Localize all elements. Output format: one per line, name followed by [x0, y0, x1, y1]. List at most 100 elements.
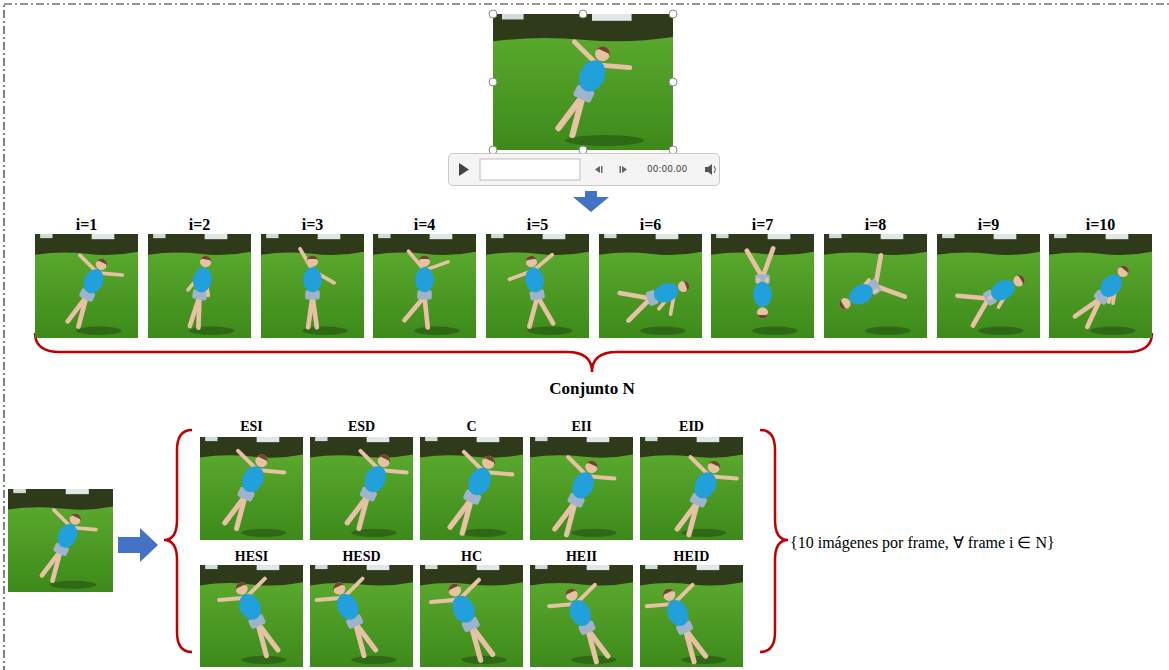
frame-picture	[148, 234, 251, 338]
leg	[354, 496, 373, 529]
frame-label: i=5	[527, 216, 549, 234]
hedge	[640, 565, 743, 586]
leg	[457, 499, 477, 533]
frame-picture	[420, 437, 523, 540]
shirt	[80, 266, 108, 297]
shirt	[690, 469, 720, 502]
frame-picture	[937, 234, 1040, 338]
gymnast-figure	[330, 444, 409, 536]
hedge	[420, 565, 523, 586]
gymnast-figure	[956, 262, 1032, 325]
hedge	[200, 565, 303, 586]
sky	[716, 234, 728, 238]
video-frame: i=6	[599, 211, 702, 338]
gymnast-figure	[432, 445, 515, 540]
sky	[266, 234, 278, 238]
frame-label: i=1	[76, 216, 98, 234]
hair	[1016, 273, 1027, 286]
lawn	[1049, 234, 1152, 338]
video-frame: ESI	[200, 419, 303, 540]
shadow	[978, 327, 1023, 335]
shadow	[414, 327, 459, 335]
frame-label: HC	[461, 549, 482, 565]
gymnast-figure	[52, 249, 125, 334]
video-frame: i=2	[148, 211, 251, 338]
sky	[430, 234, 453, 239]
sky	[535, 437, 547, 441]
sky	[205, 565, 217, 569]
sky	[477, 565, 500, 570]
sky	[315, 565, 327, 569]
hedge	[530, 565, 633, 586]
gymnast-figure	[546, 578, 625, 667]
frame-label: HEID	[674, 549, 710, 565]
gymnast-figure	[208, 444, 287, 536]
hair	[233, 580, 247, 591]
frame-label: i=7	[752, 216, 774, 234]
hair	[1119, 263, 1131, 275]
head	[563, 586, 579, 602]
head	[757, 307, 768, 318]
sky	[587, 437, 610, 442]
hair	[446, 581, 460, 592]
shadow	[565, 135, 644, 146]
video-frame: HESD	[310, 549, 413, 667]
gymnast-figure	[660, 451, 739, 540]
hair	[70, 512, 83, 522]
volume-icon	[705, 164, 712, 175]
gymnast-figure	[1074, 261, 1137, 330]
sky	[543, 234, 566, 239]
leg	[313, 296, 317, 327]
head	[307, 255, 318, 266]
single-frame-picture	[8, 489, 113, 592]
frame-label: i=10	[1086, 216, 1116, 234]
video-frame: HESI	[200, 549, 303, 667]
sky	[592, 14, 632, 21]
leg	[538, 295, 554, 326]
video-frame: i=8	[824, 211, 927, 338]
hedge	[824, 234, 927, 255]
handle	[489, 10, 497, 18]
gymnast-figure	[216, 572, 295, 664]
frame-label: i=8	[865, 216, 887, 234]
frame-label: i=2	[189, 216, 211, 234]
shadow	[241, 529, 286, 537]
hair	[661, 586, 675, 597]
hair	[708, 459, 722, 470]
block-arrow-down	[573, 191, 609, 212]
gymnast-figure	[428, 573, 510, 667]
head	[583, 459, 600, 476]
head	[233, 580, 249, 596]
frame-label: HEII	[566, 549, 597, 565]
shirt	[238, 463, 268, 496]
shirt	[360, 463, 390, 496]
set-description: {10 imágenes por frame, ∀ frame i ∈ N}	[790, 533, 1055, 552]
hedge	[420, 437, 523, 458]
frame-picture	[420, 565, 523, 667]
sky	[378, 234, 390, 238]
sky	[425, 437, 437, 441]
shirt	[303, 267, 322, 292]
leg	[350, 623, 369, 656]
video-frame: HEID	[640, 549, 743, 667]
leg	[684, 502, 703, 535]
selection-handles	[489, 10, 677, 154]
frame-picture	[1049, 234, 1152, 338]
lawn	[824, 234, 927, 338]
frame-picture	[310, 565, 413, 667]
leg	[566, 96, 589, 135]
leg	[74, 296, 92, 326]
lawn	[261, 234, 364, 338]
hair	[757, 313, 768, 319]
gymnast-figure	[182, 254, 216, 329]
frame-label: C	[466, 419, 476, 435]
leg	[48, 551, 66, 581]
shirt	[333, 590, 363, 623]
frame-label: i=4	[414, 216, 436, 234]
sky	[656, 234, 679, 239]
volume-icon	[714, 166, 716, 173]
handle	[579, 10, 587, 18]
lawn	[310, 565, 413, 667]
step-back-icon	[595, 166, 600, 173]
head	[706, 459, 723, 476]
